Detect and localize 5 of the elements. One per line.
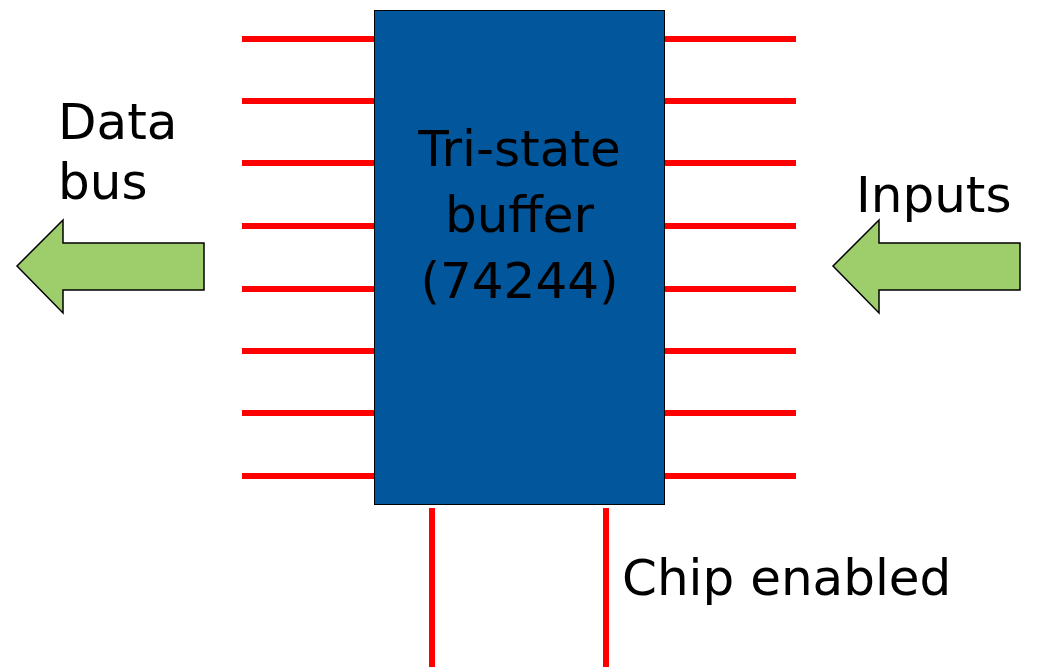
bus-label: Data bus [58,92,179,212]
chip-label: Tri-state buffer (74244) [417,119,622,312]
inputs-label: Inputs [856,165,1013,225]
chip-body [374,10,665,505]
signal-label: Chip enabled [622,548,953,608]
